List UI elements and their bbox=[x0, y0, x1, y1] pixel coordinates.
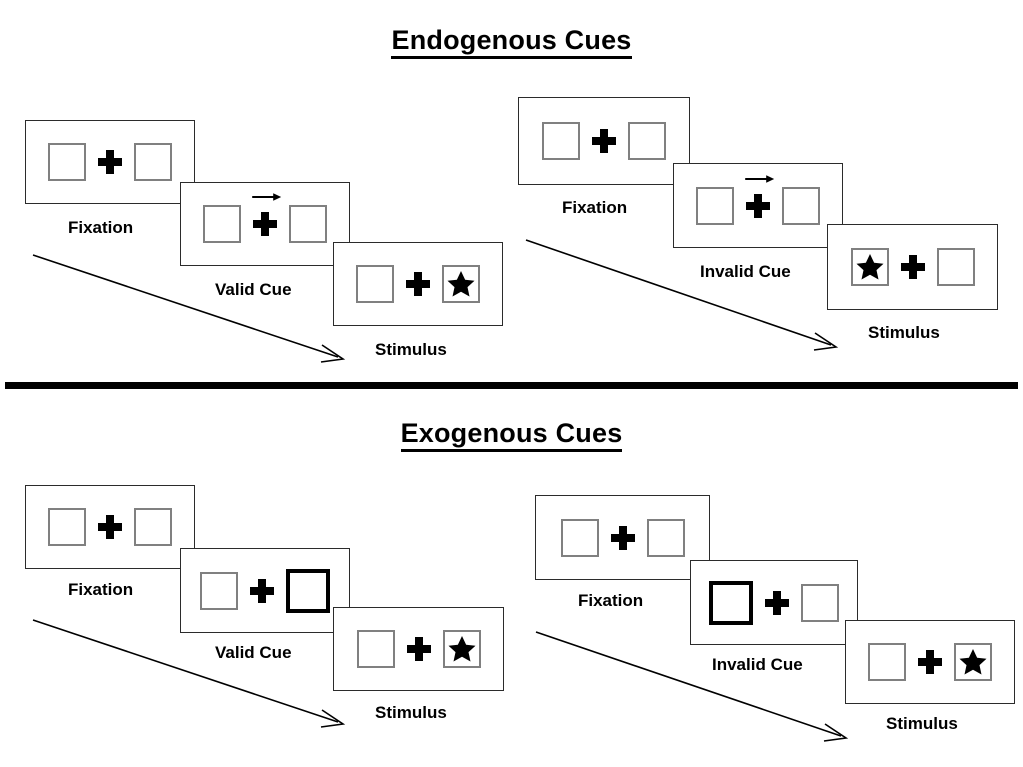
placeholder-box-right bbox=[954, 643, 992, 681]
trial-frame-stimulus bbox=[333, 607, 504, 691]
placeholder-box-left bbox=[356, 265, 394, 303]
fixation-slot bbox=[241, 193, 289, 239]
stage-label-fixation: Fixation bbox=[562, 198, 628, 217]
frame-content bbox=[48, 143, 172, 181]
star-icon bbox=[448, 636, 475, 662]
placeholder-box-left bbox=[203, 205, 241, 243]
fixation-slot bbox=[906, 647, 954, 677]
fixation-cross-icon bbox=[404, 634, 434, 664]
section-title-endogenous-text: Endogenous Cues bbox=[391, 25, 632, 59]
placeholder-box-left bbox=[696, 186, 734, 225]
section-title-endogenous: Endogenous Cues bbox=[0, 25, 1023, 59]
frame-content bbox=[203, 193, 327, 243]
fixation-slot bbox=[734, 174, 782, 221]
fixation-slot bbox=[580, 126, 628, 156]
star-icon bbox=[959, 649, 987, 675]
frame-content bbox=[356, 265, 480, 303]
frame-content bbox=[709, 580, 839, 625]
fixation-cross-icon bbox=[762, 588, 792, 618]
placeholder-box-left bbox=[542, 122, 580, 160]
frame-content bbox=[200, 568, 330, 613]
fixation-cross-icon bbox=[589, 126, 619, 156]
frame-content bbox=[542, 122, 666, 160]
stage-label-stimulus: Stimulus bbox=[375, 340, 447, 359]
stage-label-valid-cue: Valid Cue bbox=[215, 280, 292, 299]
placeholder-box-left bbox=[356, 630, 395, 668]
cued-box-left bbox=[709, 580, 753, 625]
placeholder-box-right bbox=[646, 518, 685, 557]
fixation-slot bbox=[889, 252, 937, 282]
fixation-slot bbox=[394, 269, 442, 299]
frame-content bbox=[850, 248, 975, 286]
trial-frame-fixation bbox=[518, 97, 690, 185]
fixation-slot bbox=[395, 634, 443, 664]
trial-frame-fixation bbox=[535, 495, 710, 580]
frame-content bbox=[48, 508, 172, 546]
fixation-cross-icon bbox=[95, 512, 125, 542]
frame-content bbox=[560, 518, 685, 557]
fixation-cross-icon bbox=[608, 523, 638, 553]
placeholder-box-left bbox=[560, 518, 599, 557]
placeholder-box-left bbox=[868, 643, 906, 681]
placeholder-box-right bbox=[442, 630, 481, 668]
trial-frame-invalid-cue bbox=[690, 560, 858, 645]
trial-frame-stimulus bbox=[333, 242, 503, 326]
fixation-cross-icon bbox=[250, 209, 280, 239]
fixation-cross-icon bbox=[743, 191, 773, 221]
placeholder-box-right bbox=[628, 122, 666, 160]
frame-content bbox=[356, 630, 481, 668]
fixation-cross-icon bbox=[95, 147, 125, 177]
fixation-slot bbox=[86, 147, 134, 177]
placeholder-box-right bbox=[134, 143, 172, 181]
stage-label-invalid-cue: Invalid Cue bbox=[700, 262, 791, 281]
trial-frame-stimulus bbox=[845, 620, 1015, 704]
stage-label-fixation: Fixation bbox=[68, 580, 134, 599]
stage-label-valid-cue: Valid Cue bbox=[215, 643, 292, 662]
fixation-cross-icon bbox=[915, 647, 945, 677]
stage-label-invalid-cue: Invalid Cue bbox=[712, 655, 803, 674]
placeholder-box-right bbox=[782, 186, 820, 225]
right-arrow-cue-icon bbox=[745, 174, 775, 183]
stage-label-stimulus: Stimulus bbox=[868, 323, 940, 342]
stage-label-fixation: Fixation bbox=[68, 218, 134, 237]
frame-content bbox=[868, 643, 992, 681]
trial-frame-stimulus bbox=[827, 224, 998, 310]
placeholder-box-left bbox=[200, 571, 238, 610]
fixation-slot bbox=[599, 523, 647, 553]
right-arrow-cue-icon bbox=[252, 193, 282, 201]
placeholder-box-right bbox=[134, 508, 172, 546]
stage-label-fixation: Fixation bbox=[578, 591, 644, 610]
diagonal-flow-arrow-icon bbox=[525, 239, 839, 351]
placeholder-box-right bbox=[936, 248, 975, 286]
placeholder-box-right bbox=[442, 265, 480, 303]
trial-frame-valid-cue bbox=[180, 182, 350, 266]
fixation-cross-icon bbox=[247, 576, 277, 606]
trial-frame-invalid-cue bbox=[673, 163, 843, 248]
fixation-cross-icon bbox=[898, 252, 928, 282]
placeholder-box-left bbox=[48, 143, 86, 181]
placeholder-box-right bbox=[289, 205, 327, 243]
trial-frame-fixation bbox=[25, 120, 195, 204]
frame-content bbox=[696, 174, 820, 225]
fixation-cross-icon bbox=[403, 269, 433, 299]
section-title-exogenous: Exogenous Cues bbox=[0, 418, 1023, 452]
stage-label-stimulus: Stimulus bbox=[375, 703, 447, 722]
placeholder-box-right bbox=[801, 583, 839, 622]
star-icon bbox=[447, 271, 475, 297]
fixation-slot bbox=[238, 576, 286, 606]
trial-frame-valid-cue bbox=[180, 548, 350, 633]
cued-box-right bbox=[286, 568, 330, 613]
trial-frame-fixation bbox=[25, 485, 195, 569]
section-divider bbox=[5, 382, 1018, 389]
stage-label-stimulus: Stimulus bbox=[886, 714, 958, 733]
fixation-slot bbox=[86, 512, 134, 542]
fixation-slot bbox=[753, 588, 801, 618]
section-title-exogenous-text: Exogenous Cues bbox=[400, 418, 623, 452]
placeholder-box-left bbox=[850, 248, 889, 286]
star-icon bbox=[856, 254, 883, 280]
placeholder-box-left bbox=[48, 508, 86, 546]
